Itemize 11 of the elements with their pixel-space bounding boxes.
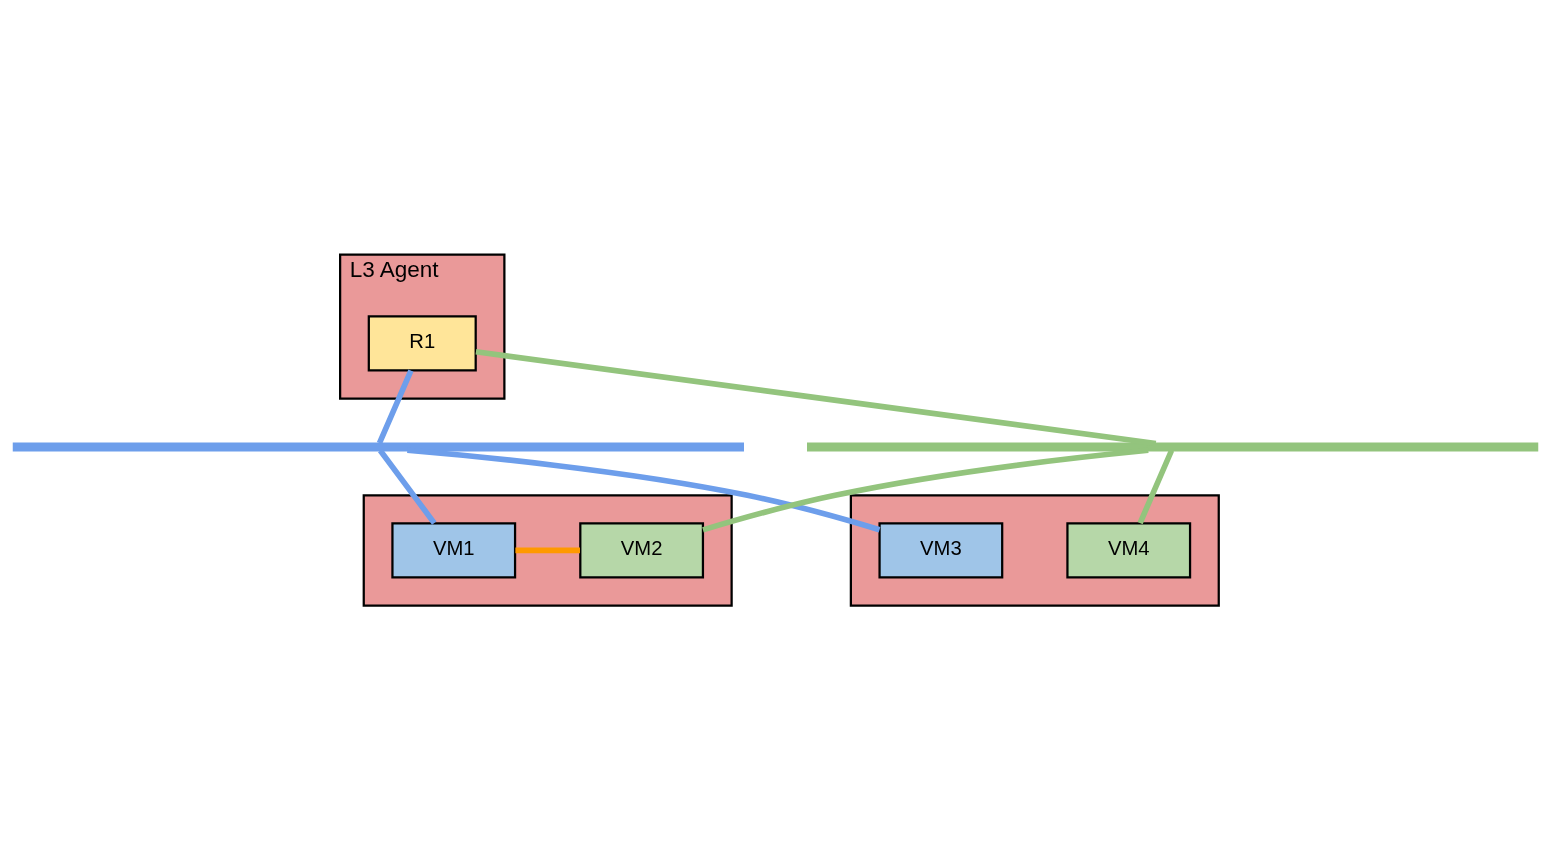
node-box: VM3 <box>878 522 1004 579</box>
node-bar <box>807 442 1539 452</box>
cluster <box>849 494 1220 607</box>
connector <box>515 547 580 554</box>
node-box: VM4 <box>1066 522 1192 579</box>
node-bar <box>12 442 744 452</box>
connector <box>378 448 437 525</box>
node-box: R1 <box>367 315 477 372</box>
node-box: VM1 <box>391 522 517 579</box>
cluster <box>362 494 733 607</box>
node-box: VM2 <box>579 522 705 579</box>
